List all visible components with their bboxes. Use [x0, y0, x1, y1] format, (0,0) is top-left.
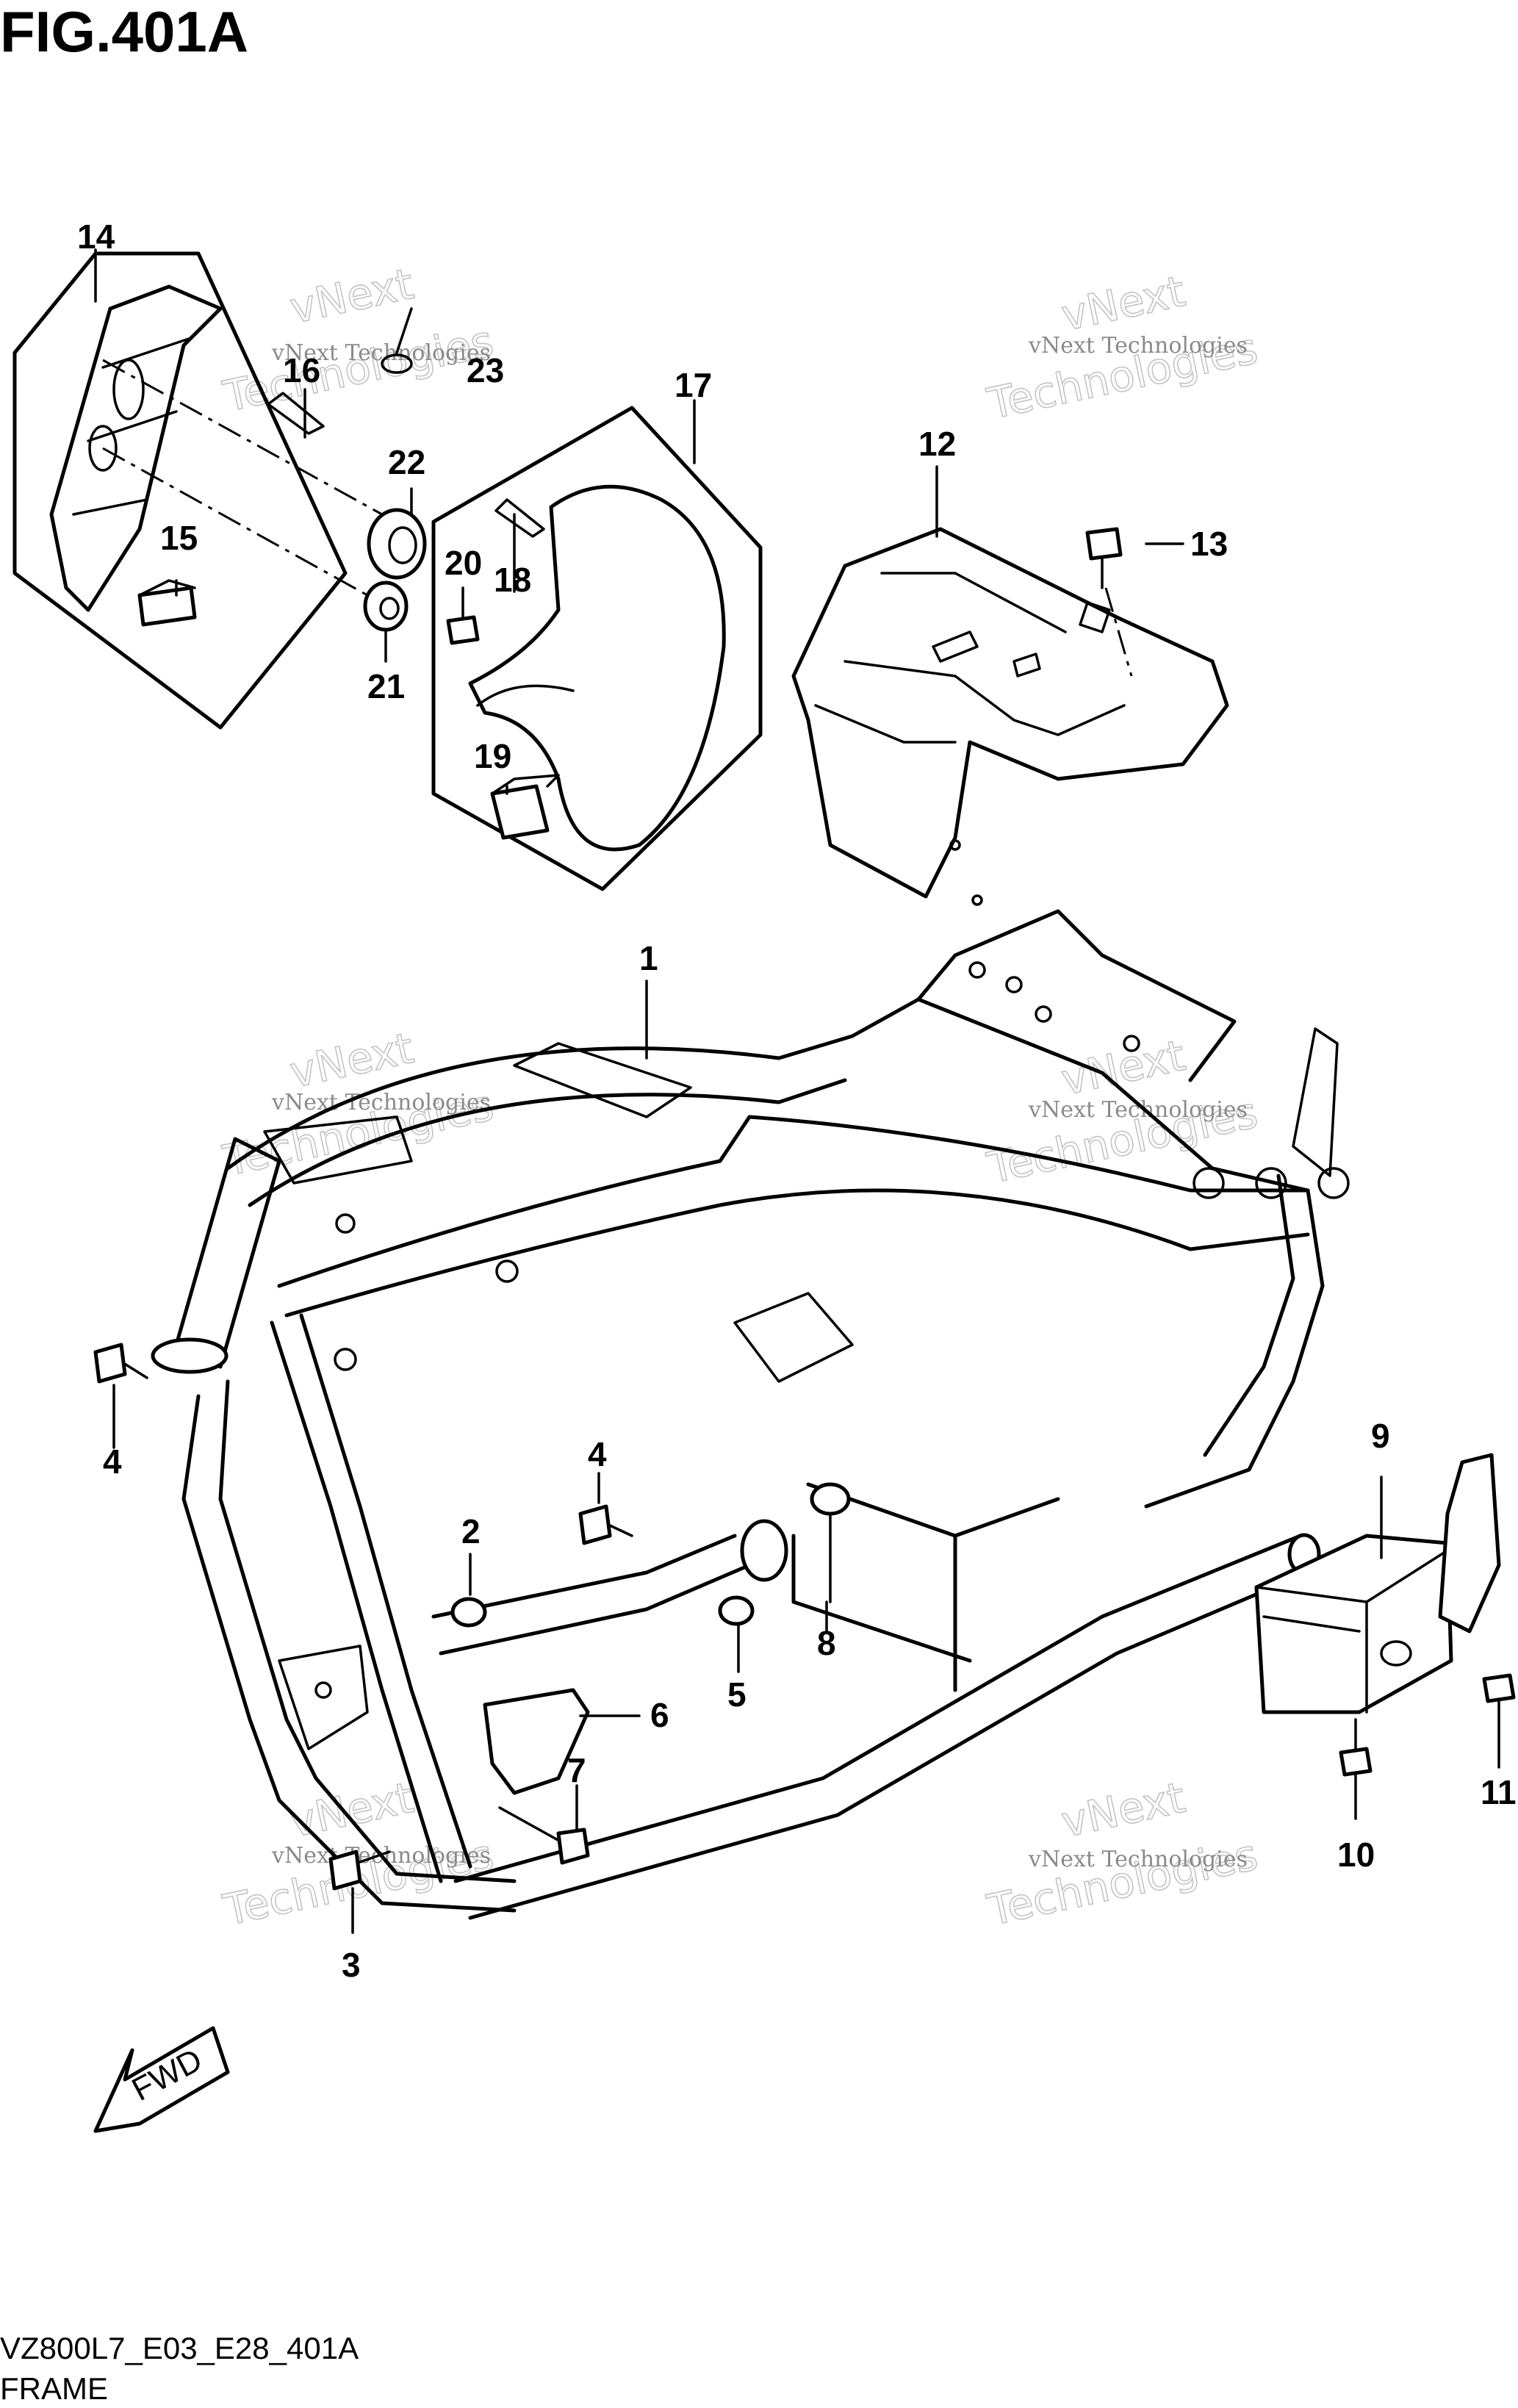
- callout-15: 15: [160, 519, 198, 557]
- callout-10: 10: [1337, 1836, 1375, 1874]
- callout-23: 23: [467, 351, 504, 389]
- strip-18: [494, 498, 545, 538]
- side-cover-outline-box: [12, 251, 348, 730]
- callout-1: 1: [639, 939, 658, 977]
- callout-13: 13: [1190, 525, 1228, 563]
- fwd-arrow: FWD: [93, 2026, 230, 2133]
- watermark-text: vNext Technologies: [1028, 333, 1248, 359]
- watermark-top-right: vNext Technologies vNext Technologies: [982, 265, 1262, 430]
- fwd-arrow-icon: [93, 2026, 230, 2133]
- block-19: [490, 784, 550, 840]
- clip-23: [381, 353, 413, 374]
- watermark-text: vNext Technologies: [271, 340, 491, 366]
- figure-code: VZ800L7_E03_E28_401A: [0, 2331, 359, 2365]
- main-frame-1: [151, 909, 1350, 1920]
- bolt-11: [1482, 1673, 1516, 1703]
- callout-8: 8: [817, 1624, 836, 1662]
- bolt-4-front: [93, 1343, 148, 1384]
- callout-16: 16: [283, 351, 320, 389]
- watermark-technologies: Technologies: [983, 1830, 1262, 1936]
- callout-20: 20: [445, 544, 482, 582]
- callout-11: 11: [1481, 1773, 1517, 1811]
- callout-2: 2: [461, 1512, 481, 1550]
- leader-lines: [94, 248, 1500, 1934]
- callout-12: 12: [918, 425, 956, 463]
- watermark-technologies: Technologies: [219, 316, 498, 422]
- battery-box-12: [791, 527, 1229, 906]
- pad-20: [446, 615, 480, 645]
- battery-box-body: [791, 527, 1229, 899]
- callout-22: 22: [388, 443, 425, 481]
- bolt-3: [328, 1850, 391, 1891]
- watermark-text: vNext Technologies: [1028, 1847, 1248, 1872]
- collar-21: [363, 581, 409, 632]
- seat-17: [468, 484, 726, 852]
- strip-16: [267, 392, 325, 435]
- nut-5: [718, 1595, 755, 1626]
- callout-17: 17: [675, 366, 712, 404]
- watermark-top-left: vNext Technologies vNext Technologies: [218, 258, 498, 423]
- cap-2: [450, 1597, 487, 1628]
- side-cover-group: [12, 251, 427, 730]
- side-cover-14: [49, 284, 223, 612]
- watermark-vnext: vNext: [286, 1023, 418, 1098]
- callout-18: 18: [494, 561, 531, 599]
- watermark-text: vNext Technologies: [271, 1090, 491, 1115]
- watermark-mid-left: vNext Technologies vNext Technologies: [218, 1022, 498, 1187]
- bolt-13: [1085, 527, 1123, 561]
- bolt-10: [1339, 1718, 1373, 1777]
- watermark-vnext: vNext: [1057, 1772, 1190, 1847]
- callout-4-front: 4: [103, 1442, 122, 1481]
- fwd-label: FWD: [126, 2042, 208, 2108]
- callout-9: 9: [1371, 1417, 1390, 1455]
- seat-outline-box: [431, 406, 763, 891]
- watermark-text: vNext Technologies: [1028, 1097, 1248, 1123]
- bracket-9: [1254, 1453, 1501, 1714]
- callout-7: 7: [567, 1751, 586, 1789]
- bolt-7: [498, 1806, 590, 1865]
- callout-6: 6: [650, 1696, 669, 1734]
- callout-14: 14: [77, 218, 115, 256]
- bracket-6: [483, 1688, 590, 1795]
- callout-21: 21: [367, 667, 405, 705]
- figure-title: FIG.401A: [0, 0, 248, 64]
- bushing-8: [810, 1482, 851, 1516]
- callout-19: 19: [474, 737, 511, 775]
- watermark-vnext: vNext: [1057, 266, 1190, 341]
- bolt-4-mid: [578, 1504, 633, 1545]
- seat-group: [431, 406, 763, 891]
- watermark-vnext: vNext: [286, 1772, 418, 1847]
- figure-name: FRAME: [0, 2371, 108, 2406]
- callout-3: 3: [342, 1946, 361, 1984]
- block-15: [137, 586, 197, 627]
- callout-4-mid: 4: [588, 1435, 607, 1473]
- watermark-bottom-right: vNext Technologies vNext Technologies: [982, 1772, 1262, 1936]
- watermark-vnext: vNext: [286, 259, 418, 334]
- callout-5: 5: [727, 1675, 747, 1714]
